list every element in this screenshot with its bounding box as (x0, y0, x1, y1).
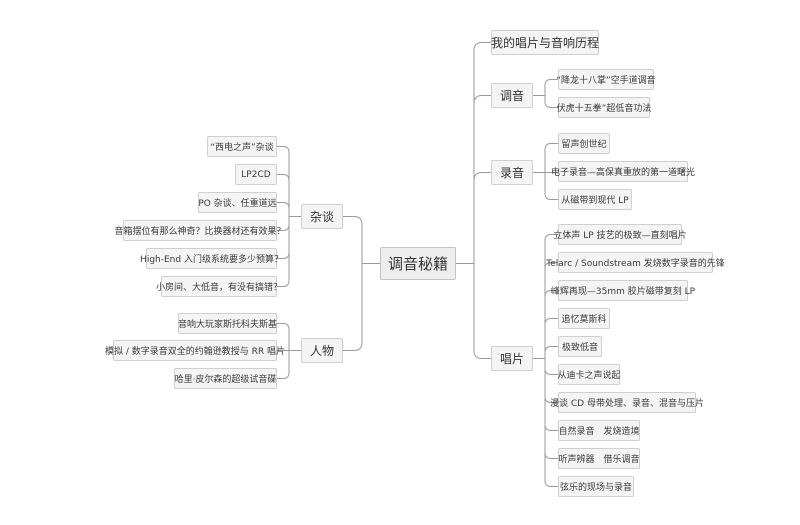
connector-9 (544, 79, 558, 96)
connector-34 (277, 323, 290, 351)
leaf-misc-3[interactable]: PO 杂谈、任重道远 (198, 192, 277, 213)
connector-6 (343, 216, 363, 264)
leaf-misc-4[interactable]: 音箱摆位有那么神奇？比换器材还有效果？ (115, 220, 286, 241)
connector-17 (544, 262, 558, 359)
connector-18 (544, 290, 558, 359)
connector-25 (544, 358, 558, 487)
connector-1 (473, 42, 491, 264)
branch-people[interactable]: 人物 (301, 338, 343, 363)
branch-history[interactable]: 我的唱片与音响历程 (491, 30, 599, 55)
leaf-records-4[interactable]: 追忆莫斯科 (558, 308, 610, 329)
connector-7 (343, 263, 363, 351)
branch-records[interactable]: 唱片 (491, 346, 533, 371)
leaf-misc-6[interactable]: 小房间、大低音，有没有搞错？ (156, 276, 282, 297)
leaf-records-6[interactable]: 从迪卡之声说起 (558, 364, 621, 385)
connector-20 (544, 346, 558, 359)
connector-23 (544, 358, 558, 431)
connector-3 (473, 172, 491, 264)
leaf-misc-5[interactable]: High-End 入门级系统要多少预算？ (140, 248, 283, 269)
connector-14 (544, 172, 558, 200)
connector-32 (277, 216, 290, 287)
leaf-records-10[interactable]: 弦乐的现场与录音 (558, 476, 634, 497)
leaf-people-3[interactable]: 哈里·皮尔森的超级试音碟 (174, 368, 277, 389)
connector-29 (277, 202, 290, 217)
branch-tuning[interactable]: 调音 (491, 83, 533, 108)
connector-19 (544, 318, 558, 359)
leaf-people-2[interactable]: 模拟 / 数字录音双全的约翰逊教授与 RR 唱片 (105, 340, 285, 361)
leaf-recording-3[interactable]: 从磁带到现代 LP (558, 189, 632, 210)
leaf-records-9[interactable]: 听声辨器 借乐调音 (558, 448, 640, 469)
leaf-recording-2[interactable]: 电子录音—高保真重放的第一道曙光 (551, 161, 695, 182)
connector-36 (277, 350, 290, 379)
connector-21 (544, 358, 558, 375)
branch-misc[interactable]: 杂谈 (301, 204, 343, 229)
leaf-records-8[interactable]: 自然录音 发烧造境 (558, 420, 640, 441)
connector-12 (544, 143, 558, 173)
root-node[interactable]: 调音秘籍 (380, 247, 456, 280)
leaf-records-7[interactable]: 漫谈 CD 母带处理、录音、混音与压片 (550, 392, 704, 413)
branch-recording[interactable]: 录音 (491, 160, 533, 185)
leaf-records-2[interactable]: Telarc / Soundstream 发烧数字录音的先锋 (546, 252, 725, 273)
connector-16 (544, 234, 558, 359)
leaf-records-1[interactable]: 立体声 LP 技艺的极致—直刻唱片 (553, 224, 687, 245)
connector-28 (277, 174, 290, 217)
leaf-misc-1[interactable]: “西电之声”杂谈 (207, 136, 277, 157)
leaf-records-3[interactable]: 峰辉再现—35mm 胶片磁带复刻 LP (551, 280, 695, 301)
leaf-records-5[interactable]: 极致低音 (558, 336, 602, 357)
leaf-tuning-2[interactable]: 伏虎十五拳”超低音功法 (557, 97, 651, 118)
leaf-people-1[interactable]: 音响大玩家斯托科夫斯基 (178, 313, 277, 334)
connector-2 (473, 95, 491, 264)
leaf-recording-1[interactable]: 留声创世纪 (558, 133, 610, 154)
connector-4 (473, 263, 491, 359)
leaf-tuning-1[interactable]: “降龙十八掌”空手道调音 (556, 69, 656, 90)
connector-27 (277, 146, 290, 217)
leaf-misc-2[interactable]: LP2CD (235, 164, 277, 185)
connector-10 (544, 95, 558, 108)
